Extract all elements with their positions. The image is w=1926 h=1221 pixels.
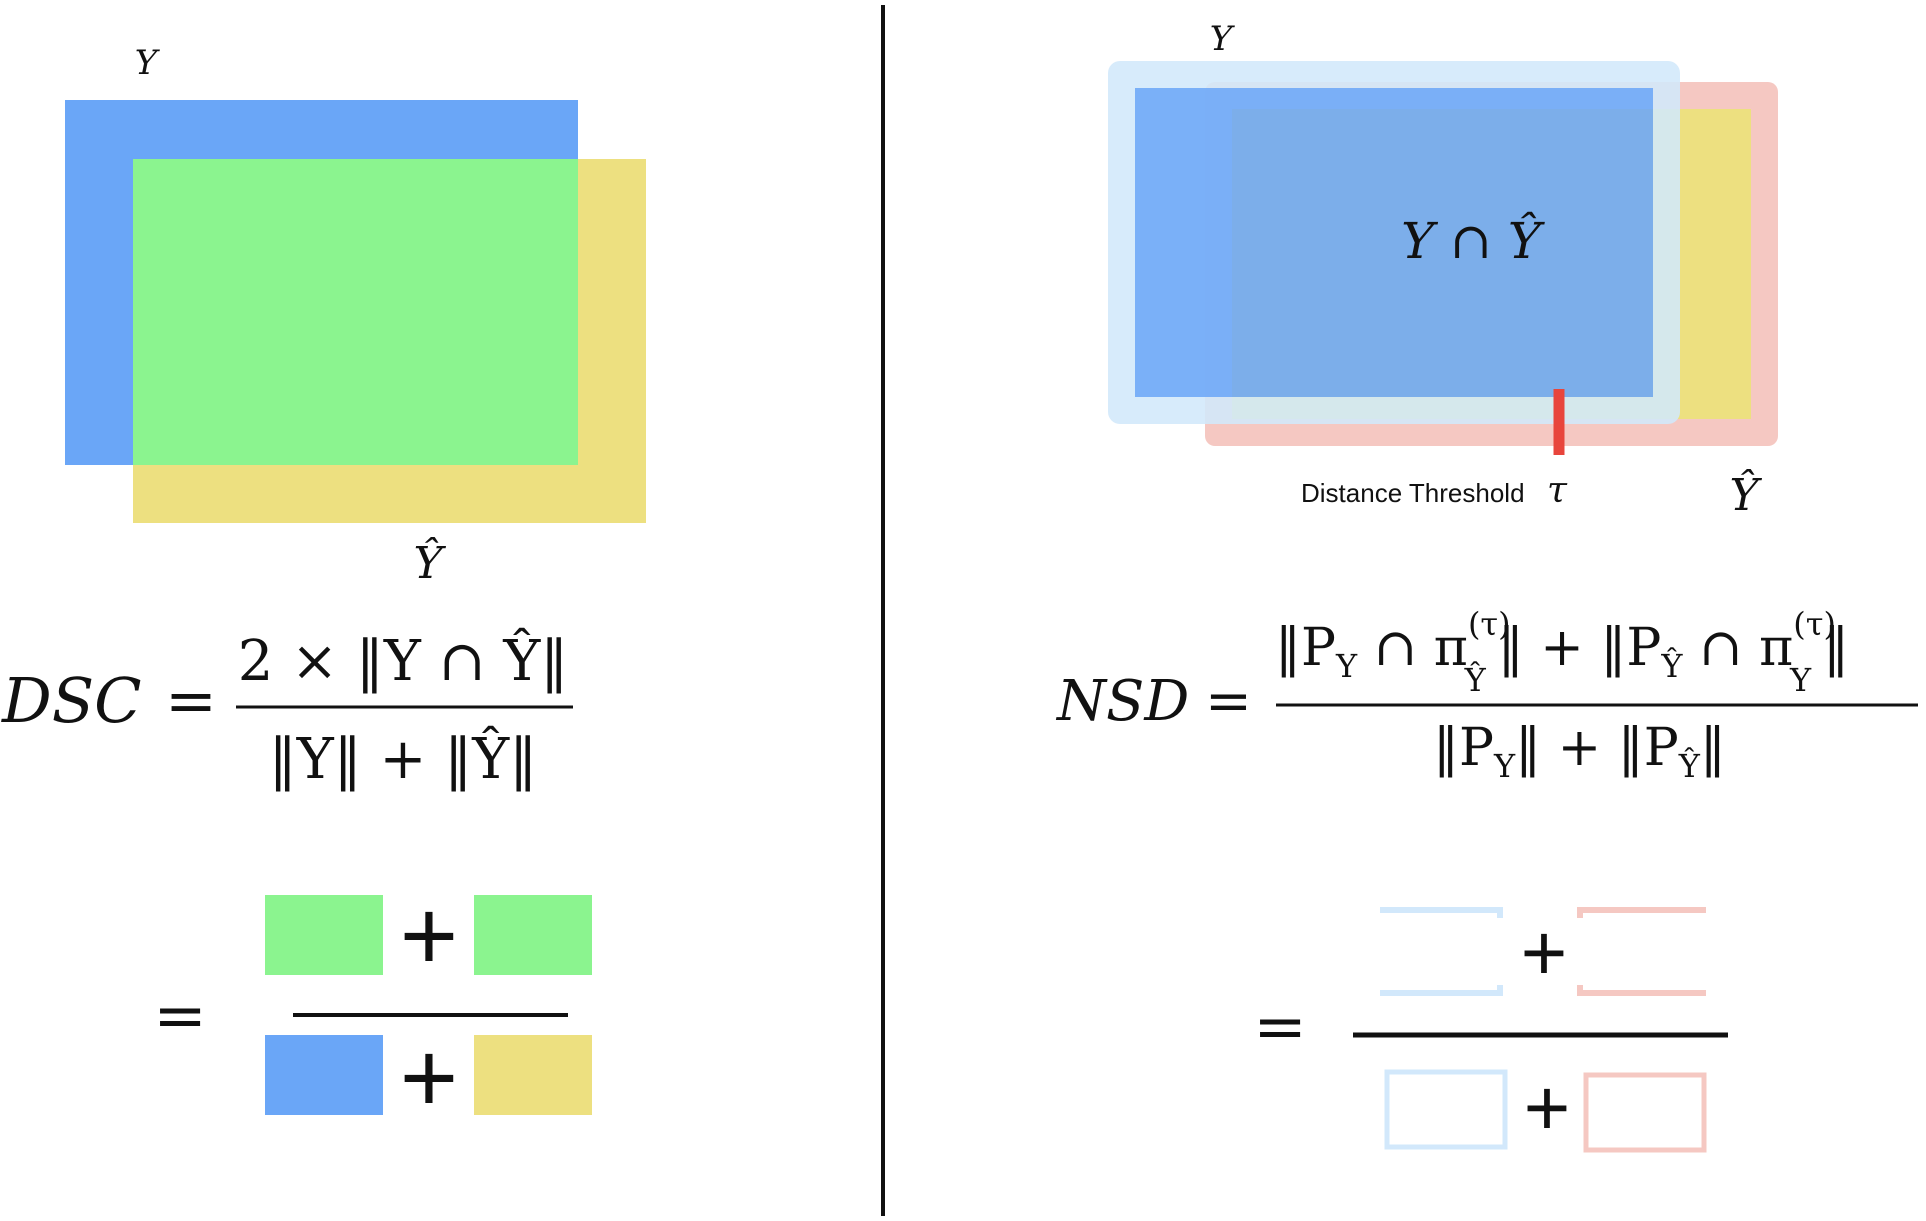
den-part-b-sub: Ŷ: [1678, 747, 1701, 785]
visual-pred-border-band: [1577, 907, 1706, 996]
nsd-lhs: NSD: [1055, 669, 1189, 734]
num-part-d-sub: Y: [1789, 661, 1812, 699]
visual-plus-bottom-left: +: [400, 1022, 458, 1134]
visual-gt-border-band: [1380, 907, 1503, 996]
label-yhat-left: Ŷ: [413, 536, 446, 589]
visual-intersection-box-1: [265, 895, 383, 975]
threshold-tau-symbol: τ: [1547, 470, 1568, 511]
num-part-d: ∩ π: [1682, 618, 1793, 678]
num-part-c: ‖ + ‖P: [1498, 618, 1662, 678]
visual-plus-top-left: +: [400, 880, 458, 992]
threshold-caption: Distance Threshold: [1301, 478, 1525, 508]
intersection-label: Y ∩ Ŷ: [1401, 211, 1545, 270]
num-part-a-sub: Y: [1335, 647, 1358, 685]
num-part-a: ‖P: [1275, 618, 1336, 678]
dsc-lhs: DSC: [1, 664, 142, 737]
nsd-denominator: ‖PY‖ + ‖PŶ‖: [1433, 718, 1726, 785]
nsd-equals: =: [1205, 669, 1252, 734]
num-part-b-sup: (τ): [1468, 605, 1511, 643]
visual-plus-top-right: +: [1521, 908, 1568, 997]
den-part-a-sub: Y: [1493, 747, 1516, 785]
dsc-visual-equals: =: [153, 979, 207, 1053]
num-part-c-sub: Ŷ: [1660, 647, 1683, 685]
visual-gt-outline: [1384, 1069, 1508, 1150]
dsc-panel: Y Ŷ DSC = 2 × ‖Y ∩ Ŷ‖ ‖Y‖ + ‖Ŷ‖ = + +: [1, 43, 646, 1134]
num-part-d-sup: (τ): [1793, 605, 1836, 643]
visual-prediction-box: [474, 1035, 592, 1115]
nsd-visual-equals: =: [1253, 990, 1307, 1064]
num-part-b-sub: Ŷ: [1464, 661, 1487, 699]
label-yhat-right: Ŷ: [1729, 468, 1762, 521]
nsd-panel: Y Y ∩ Ŷ Distance Threshold τ Ŷ NSD = ‖PY…: [1055, 19, 1918, 1153]
den-part-b: ‖ + ‖P: [1515, 718, 1679, 778]
num-part-e: ‖: [1823, 618, 1849, 678]
visual-intersection-box-2: [474, 895, 592, 975]
den-part-c: ‖: [1700, 718, 1726, 778]
intersection-region: [133, 159, 578, 465]
visual-ground-truth-box: [265, 1035, 383, 1115]
label-y-left: Y: [135, 43, 161, 83]
visual-pred-outline: [1583, 1072, 1707, 1153]
dsc-numerator: 2 × ‖Y ∩ Ŷ‖: [238, 627, 569, 694]
overlap-region: [1232, 109, 1653, 397]
dsc-equals: =: [165, 664, 217, 737]
visual-plus-bottom-right: +: [1524, 1063, 1571, 1152]
dsc-denominator: ‖Y‖ + ‖Ŷ‖: [269, 725, 537, 792]
label-y-right: Y: [1210, 19, 1236, 59]
den-part-a: ‖P: [1433, 718, 1494, 778]
num-part-b: ∩ π: [1357, 618, 1468, 678]
nsd-numerator: ‖PY ∩ π(τ)Ŷ‖ + ‖PŶ ∩ π(τ)Y‖: [1275, 605, 1849, 699]
